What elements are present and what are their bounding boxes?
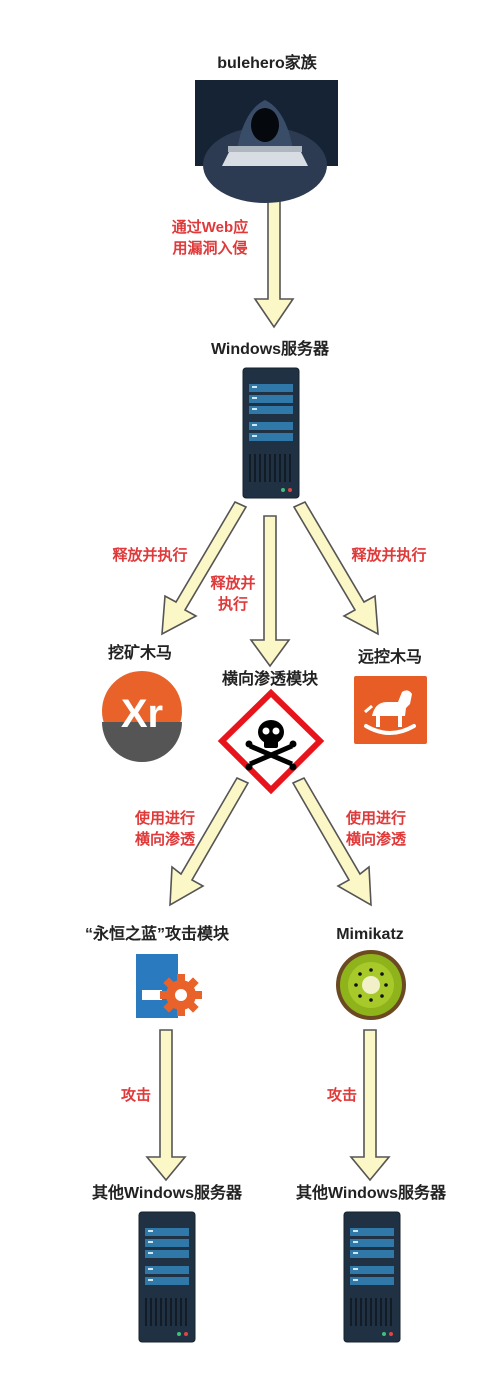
edge-label-line: 攻击 <box>120 1087 152 1104</box>
edge-label-release-left: 释放并执行 <box>112 545 187 566</box>
edge-label-line: 使用进行 <box>345 810 407 827</box>
node-label-rat: 远控木马 <box>357 649 423 666</box>
xmrig-xr-logo-icon: Xr <box>99 671 184 762</box>
arrow-mimikatz-to-server <box>349 1029 391 1182</box>
node-label-attacker: bulehero家族 <box>217 55 317 72</box>
arrow-lateral-to-eternalblue <box>169 776 250 907</box>
svg-text:Xr: Xr <box>121 692 163 736</box>
server-rack-icon <box>242 367 300 499</box>
arrow-server-to-rat <box>292 500 379 636</box>
node-label-mimikatz: Mimikatz <box>336 926 404 943</box>
rocking-horse-icon <box>354 676 427 744</box>
server-rack-icon <box>138 1211 196 1343</box>
server-rack-icon <box>343 1211 401 1343</box>
edge-label-line: 释放并 <box>210 575 256 592</box>
hooded-hacker-icon <box>195 80 338 203</box>
edge-label-line: 释放并执行 <box>112 547 188 564</box>
arrow-server-to-lateral <box>249 515 291 668</box>
node-label-other-server-right: 其他Windows服务器 <box>295 1185 447 1202</box>
edge-label-use-left: 使用进行 横向渗透 <box>135 808 195 850</box>
edge-label-line: 使用进行 <box>134 810 196 827</box>
kiwi-fruit-icon <box>336 950 406 1020</box>
skull-crossbones-hazard-icon <box>217 688 325 795</box>
blue-gear-module-icon <box>136 954 202 1018</box>
edge-label-use-right: 使用进行 横向渗透 <box>346 808 406 850</box>
node-label-lateral: 横向渗透模块 <box>221 671 319 688</box>
edge-label-web-vuln: 通过Web应 用漏洞入侵 <box>172 217 248 259</box>
node-label-other-server-left: 其他Windows服务器 <box>91 1185 243 1202</box>
edge-label-line: 通过Web应 <box>171 219 249 236</box>
edge-label-line: 横向渗透 <box>134 831 196 848</box>
node-label-miner: 挖矿木马 <box>107 645 173 662</box>
node-label-server: Windows服务器 <box>210 341 330 358</box>
arrow-server-to-miner <box>161 500 248 636</box>
edge-label-line: 横向渗透 <box>345 831 407 848</box>
node-label-eternalblue: “永恒之蓝”攻击模块 <box>84 926 230 943</box>
edge-label-line: 用漏洞入侵 <box>172 240 248 257</box>
edge-label-line: 释放并执行 <box>351 547 427 564</box>
edge-label-release-middle: 释放并 执行 <box>210 573 255 615</box>
edge-label-line: 执行 <box>217 596 249 613</box>
edge-label-line: 攻击 <box>326 1087 358 1104</box>
arrow-eternalblue-to-server <box>145 1029 187 1182</box>
edge-label-attack-right: 攻击 <box>327 1085 357 1106</box>
arrow-lateral-to-mimikatz <box>291 776 372 907</box>
edge-label-release-right: 释放并执行 <box>351 545 426 566</box>
edge-label-attack-left: 攻击 <box>121 1085 151 1106</box>
